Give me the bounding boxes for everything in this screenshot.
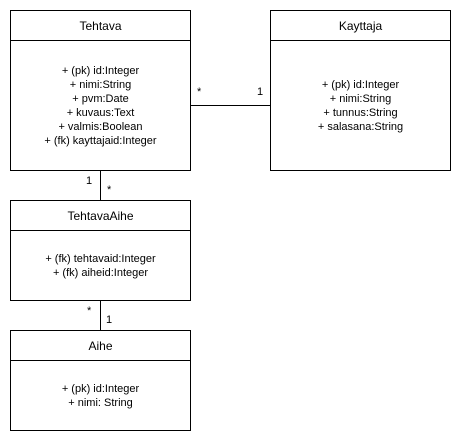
attribute: + (fk) kayttajaid:Integer [44,134,157,147]
class-aihe-name: Aihe [11,331,190,361]
class-aihe[interactable]: Aihe + (pk) id:Integer + nimi: String [10,330,191,431]
multiplicity-tehtava-tehtavaaihe-target: * [107,184,112,196]
class-aihe-attributes: + (pk) id:Integer + nimi: String [11,361,190,430]
multiplicity-tehtavaaihe-aihe-target: 1 [106,314,113,326]
attribute: + pvm:Date [72,92,129,105]
attribute: + tunnus:String [323,106,398,119]
class-kayttaja-name: Kayttaja [271,11,450,41]
attribute: + kuvaus:Text [66,106,135,119]
class-tehtava[interactable]: Tehtava + (pk) id:Integer + nimi:String … [10,10,191,171]
multiplicity-tehtava-kayttaja-source: * [197,86,202,98]
attribute: + salasana:String [317,120,404,133]
multiplicity-tehtava-kayttaja-target: 1 [257,86,264,98]
class-tehtava-name: Tehtava [11,11,190,41]
class-tehtava-attributes: + (pk) id:Integer + nimi:String + pvm:Da… [11,41,190,170]
class-tehtavaaihe[interactable]: TehtavaAihe + (fk) tehtavaid:Integer + (… [10,200,191,301]
attribute: + (fk) tehtavaid:Integer [45,252,156,265]
attribute: + nimi:String [329,92,392,105]
attribute: + (pk) id:Integer [61,382,140,395]
attribute: + (pk) id:Integer [61,64,140,77]
multiplicity-tehtava-tehtavaaihe-source: 1 [86,175,93,187]
attribute: + nimi:String [69,78,132,91]
attribute: + (pk) id:Integer [321,78,400,91]
attribute: + nimi: String [68,396,133,409]
class-kayttaja-attributes: + (pk) id:Integer + nimi:String + tunnus… [271,41,450,170]
class-kayttaja[interactable]: Kayttaja + (pk) id:Integer + nimi:String… [270,10,451,171]
class-tehtavaaihe-name: TehtavaAihe [11,201,190,231]
multiplicity-tehtavaaihe-aihe-source: * [87,305,92,317]
class-tehtavaaihe-attributes: + (fk) tehtavaid:Integer + (fk) aiheid:I… [11,231,190,300]
attribute: + valmis:Boolean [58,120,143,133]
attribute: + (fk) aiheid:Integer [52,266,149,279]
